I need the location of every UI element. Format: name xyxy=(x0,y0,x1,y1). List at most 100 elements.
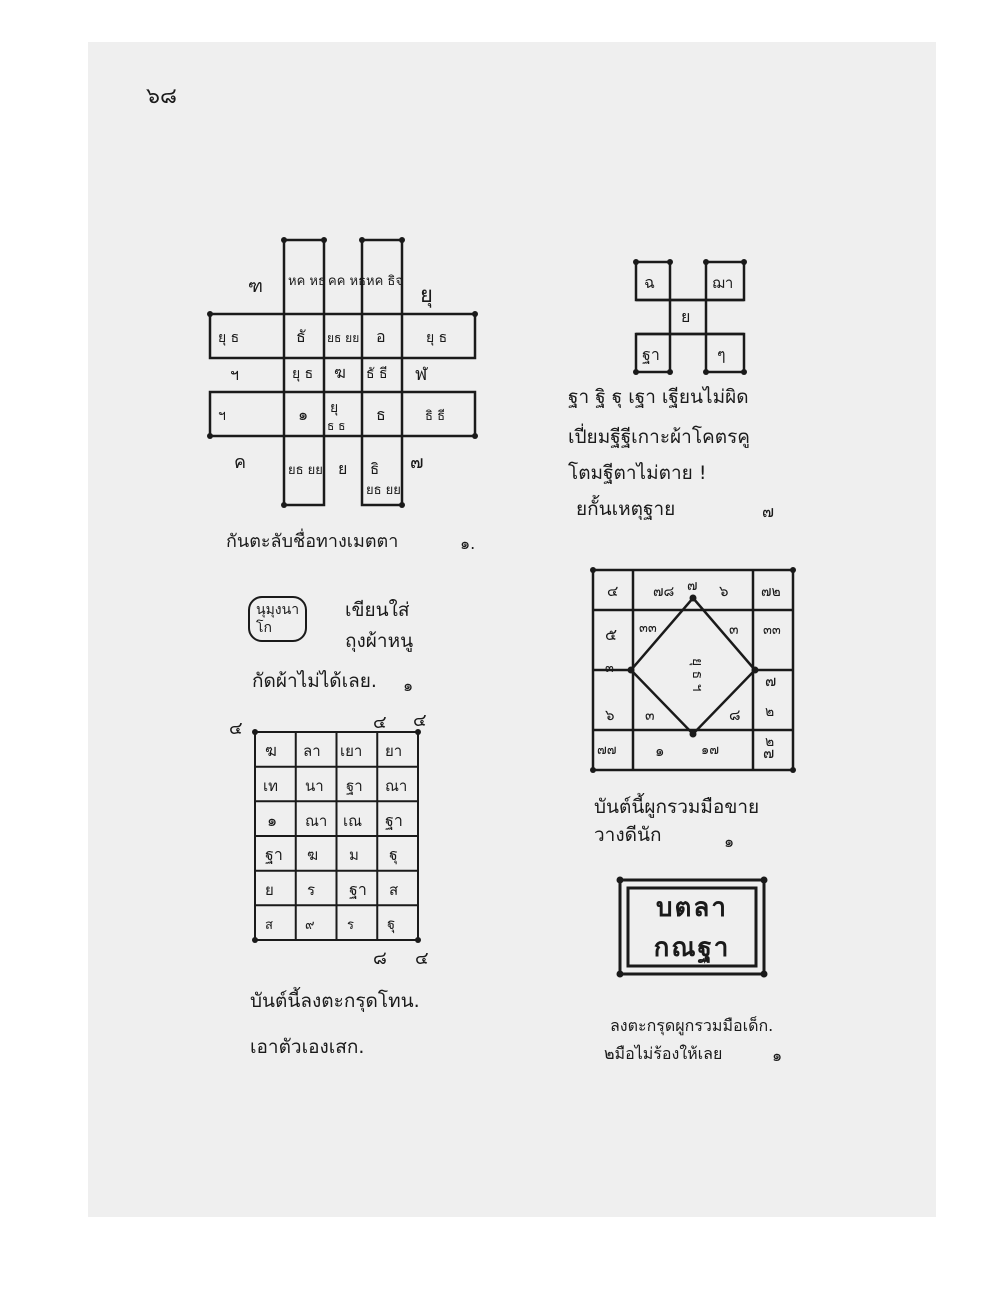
seal-inscription: นุมุงนา โก xyxy=(248,596,308,642)
cross-sym-0: ฑ xyxy=(248,276,263,297)
diamond-cell: ๓ xyxy=(605,661,614,676)
cross-sym-2: ฯ xyxy=(230,365,239,384)
diamond-yantra-caption-2: วางดีนัก xyxy=(594,824,662,846)
diamond-cell: ๗๘ xyxy=(653,584,674,600)
cross-cell: อ xyxy=(376,327,386,346)
grid-cell: ฐุ xyxy=(387,915,395,934)
diamond-yantra-ref: ๑ xyxy=(724,832,735,851)
grid-cell: ฐา xyxy=(349,880,367,899)
seal-note-line-2: ถุงผ้าหนู xyxy=(345,630,414,652)
diamond-cell: ๖ xyxy=(719,582,729,600)
grid-cell: ส xyxy=(265,918,273,933)
grid-cell: เท xyxy=(263,777,278,795)
grid-cell: ลา xyxy=(303,742,321,760)
cross-cell: ยธ ยย xyxy=(327,331,359,345)
grid-cell: ฐา xyxy=(346,777,363,795)
diamond-cell: ๖ xyxy=(605,706,615,724)
grid-yantra-drawing: ๔ ๔ ๔ ๘ ๔ ฆ ลา เยา ยา เท นา ฐา ณา ๑ ณา เ… xyxy=(229,710,429,969)
grid-cell: ฐา xyxy=(385,811,403,830)
grid-cell: ฆ xyxy=(307,846,318,864)
cross-sym-3: ฬ xyxy=(415,364,428,385)
grid-cell: ยา xyxy=(385,742,402,760)
cross-cell: ยุ ธ xyxy=(218,330,239,346)
grid-corner-label: ๘ xyxy=(373,948,387,969)
diamond-cell: ๑๗ xyxy=(701,743,719,758)
cross-sym-4: ๗ xyxy=(410,452,424,473)
diamond-cell: ๗๗ xyxy=(597,743,617,758)
grid-cell: ฐุ xyxy=(389,845,398,865)
cross-cell: ยธ ยย xyxy=(366,483,401,498)
grid-cell: นา xyxy=(305,777,324,795)
diamond-cell: ๓๓ xyxy=(763,623,781,638)
h-yantra-line-1: ฐา ฐิ ฐุ เฐา เฐียนไม่ผิด xyxy=(568,386,749,408)
box-text-caption-1: ลงตะกรุดผูกรวมมือเด็ก. xyxy=(610,1016,774,1035)
page-number: ๖๘ xyxy=(146,84,177,109)
diamond-cell: ๒ xyxy=(765,734,774,750)
diamond-cell: ๓ xyxy=(645,708,655,724)
grid-corner-label: ๔ xyxy=(413,710,427,731)
diamond-cell: ๓ xyxy=(729,622,739,638)
cross-cell: ธั xyxy=(296,327,306,346)
diamond-yantra-caption-1: บันต์นี้ผูกรวมมือขาย xyxy=(594,796,760,818)
cross-cell: ธ ธ xyxy=(327,419,345,433)
cross-yantra-drawing: ฑ ยุ ฯ ฬ ๗ ค หค หธ คค หธ หค ธิจ ยุ ธ ธั … xyxy=(207,237,478,508)
cross-cell: ๑ xyxy=(298,405,308,424)
h-cell: ฌา xyxy=(712,274,733,292)
grid-corner-label: ๔ xyxy=(415,948,429,969)
box-text-frame xyxy=(616,876,768,978)
cross-yantra-ref: ๑. xyxy=(460,534,476,553)
scanned-page xyxy=(88,42,936,1217)
cross-cell: ยุ xyxy=(330,400,338,416)
grid-cell: ฆ xyxy=(265,741,277,760)
diamond-cell: ๑ xyxy=(655,742,665,760)
cross-cell: ธิ xyxy=(370,460,379,478)
diamond-cell: ๘ xyxy=(729,706,741,724)
cross-sym-1: ยุ xyxy=(420,283,433,308)
cross-cell: ธั ธี xyxy=(366,366,388,382)
grid-cell: ม xyxy=(349,846,359,864)
box-text-caption-2: ๒มือไม่ร้องให้เลย xyxy=(604,1044,723,1063)
grid-cell: ๙ xyxy=(305,918,315,933)
seal-note-ref: ๑ xyxy=(403,676,414,695)
box-text-ref: ๑ xyxy=(772,1046,783,1065)
h-yantra-line-4: ยกั้นเหตุฐาย xyxy=(576,498,676,520)
h-yantra-line-3: โตมฐีตาไม่ตาย ! xyxy=(568,462,707,484)
grid-cell: ย xyxy=(265,881,274,899)
diamond-yantra-drawing: ๔ ๗๘ ๖ ๗ ๗๒ ๕ ๓๓ ๓ ๓๓ ๓ ๗ ๒ ๖ ๓ ๘ ๒ ๗๗ ๑… xyxy=(590,567,796,773)
diamond-cell: ๗ xyxy=(765,672,776,690)
grid-cell: ณา xyxy=(385,777,407,795)
diamond-cell: ๗๒ xyxy=(761,584,781,600)
cross-cell: ยุ ธ xyxy=(292,366,313,382)
box-text-inscription: บตลา กณฐา xyxy=(653,893,731,963)
cross-cell: ยุ ธ xyxy=(426,330,447,346)
grid-yantra-caption-2: เอาตัวเองเสก. xyxy=(250,1036,365,1058)
cross-cell: หค หธ xyxy=(288,274,326,289)
grid-cell: ร xyxy=(347,918,354,933)
grid-yantra-caption-1: บันต์นี้ลงตะกรุดโทน. xyxy=(250,990,420,1012)
h-yantra-drawing: ฉ ฌา ย ฐา ๆ xyxy=(633,259,747,375)
diamond-cell: ๒ xyxy=(765,704,774,720)
h-yantra-line-2: เปี่ยมฐีฐีเกาะผ้าโคตรคู xyxy=(568,426,751,448)
diamond-cell: ๓๓ xyxy=(639,621,657,636)
grid-corner-label: ๔ xyxy=(373,712,387,733)
grid-cell: ๑ xyxy=(267,811,277,830)
h-cell: ฉ xyxy=(644,273,655,292)
cross-cell: ธิ ธี xyxy=(425,408,445,424)
cross-sym-5: ค xyxy=(234,452,246,473)
seal-note-line-1: เขียนใส่ xyxy=(345,599,410,621)
cross-cell: ฯ xyxy=(218,408,226,424)
h-yantra-ref: ๗ xyxy=(762,502,775,521)
cross-cell: หค ธิจ xyxy=(366,274,403,289)
cross-cell: ยธ ยย xyxy=(288,463,323,478)
grid-cell: ส xyxy=(389,881,398,899)
diamond-cell: ๔ xyxy=(607,582,618,600)
diamond-center-text: ยุ ธ ฯ xyxy=(689,658,705,692)
h-cell: ย xyxy=(681,307,690,326)
grid-cell: เยา xyxy=(340,742,362,760)
h-cell: ๆ xyxy=(717,345,726,364)
diamond-cell: ๗ xyxy=(687,578,698,594)
diamond-cell: ๕ xyxy=(605,625,617,644)
grid-cell: ร xyxy=(307,881,315,899)
cross-cell: ฆ xyxy=(334,363,346,382)
grid-cell: ฐา xyxy=(265,845,283,864)
